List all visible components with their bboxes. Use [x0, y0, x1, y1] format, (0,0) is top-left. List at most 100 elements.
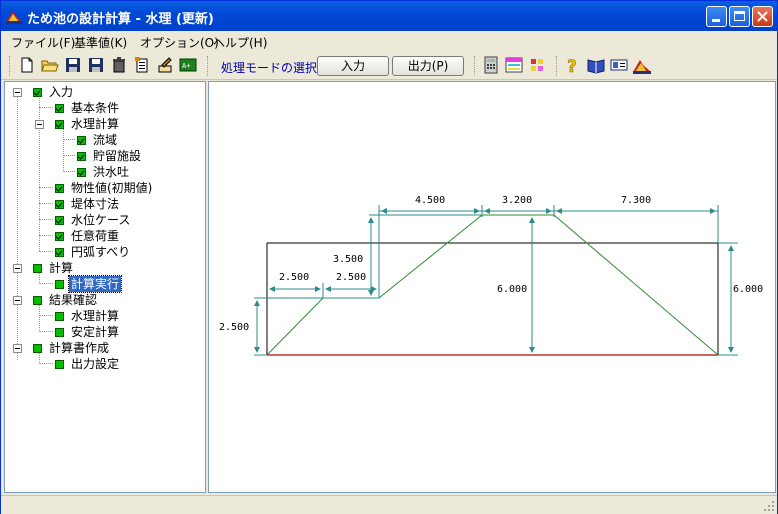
tree-line	[39, 315, 53, 316]
checkbox-icon	[55, 248, 64, 257]
tree-node-label: 物性値(初期値)	[71, 181, 153, 195]
checkbox-icon	[55, 120, 64, 129]
tree-node-label: 貯留施設	[93, 149, 142, 163]
maximize-button[interactable]	[729, 6, 750, 27]
document-tool-icon[interactable]	[133, 56, 151, 74]
new-file-icon[interactable]	[18, 56, 36, 74]
checkbox-icon	[77, 168, 86, 177]
toolbar-grip[interactable]	[474, 56, 478, 76]
status-bar	[1, 495, 777, 514]
close-icon	[757, 11, 768, 22]
checkbox-icon	[77, 152, 86, 161]
tree-line	[39, 363, 53, 364]
tree-line	[39, 283, 53, 284]
checkbox-icon	[33, 344, 42, 353]
delete-icon[interactable]	[110, 56, 128, 74]
calc-tool-icon[interactable]: A+	[179, 56, 197, 74]
tree-node-label: 任意荷重	[71, 229, 120, 243]
tree-line	[39, 203, 53, 204]
menu-standards[interactable]: 基準値(K)	[74, 36, 128, 50]
collapse-toggle-icon[interactable]	[13, 296, 22, 305]
tree-node-label: 水位ケース	[71, 213, 131, 227]
tree-node-label: 結果確認	[49, 293, 98, 307]
dim-left-width-1: 2.500	[279, 272, 309, 283]
svg-text:?: ?	[567, 57, 577, 74]
tree-node-label: 安定計算	[71, 325, 120, 339]
embankment-profile	[266, 214, 719, 356]
toolbar-grip[interactable]	[207, 56, 211, 76]
toolbar-grip[interactable]	[556, 56, 560, 76]
checkbox-icon	[55, 328, 64, 337]
menu-file[interactable]: ファイル(F)	[11, 36, 76, 50]
collapse-toggle-icon[interactable]	[35, 120, 44, 129]
tree-line	[39, 352, 40, 364]
tree-line	[39, 187, 53, 188]
tree-node-label: 入力	[49, 85, 74, 99]
toolbar: A+ 処理モードの選択 入力 出力(P) ?	[1, 52, 777, 80]
checkbox-icon	[55, 104, 64, 113]
mode-label: 処理モードの選択	[221, 61, 318, 75]
color-table-icon[interactable]	[505, 56, 523, 74]
maximize-icon	[734, 11, 745, 21]
tree-node-label: 水理計算	[71, 309, 120, 323]
dim-berm-height: 3.500	[333, 254, 363, 265]
palette-icon[interactable]	[528, 56, 546, 74]
tree-line	[17, 96, 18, 360]
save-icon[interactable]	[64, 56, 82, 74]
input-mode-button[interactable]: 入力	[317, 56, 389, 76]
navigation-tree[interactable]: 入力 基本条件 水理計算 流域 貯留施設 洪水吐 物性値(初期値)	[4, 81, 206, 493]
tree-node-label: 出力設定	[71, 357, 120, 371]
collapse-toggle-icon[interactable]	[13, 88, 22, 97]
open-folder-icon[interactable]	[41, 56, 59, 74]
checkbox-icon	[55, 184, 64, 193]
resize-grip-icon[interactable]	[763, 500, 775, 512]
embankment-diagram: 4.500 3.200 7.300 3.500 2.500 2.500 2.50…	[219, 195, 763, 356]
checkbox-icon	[33, 264, 42, 273]
tree-line	[39, 96, 40, 251]
tree-line	[63, 171, 75, 172]
manual-icon[interactable]	[587, 56, 605, 74]
checkbox-icon	[55, 200, 64, 209]
collapse-toggle-icon[interactable]	[13, 344, 22, 353]
diagram-canvas[interactable]: 4.500 3.200 7.300 3.500 2.500 2.500 2.50…	[208, 81, 776, 493]
tree-node-label: 水理計算	[71, 117, 120, 131]
tree-line	[39, 251, 53, 252]
dim-top-right: 7.300	[621, 195, 651, 206]
help-icon[interactable]: ?	[564, 56, 582, 74]
tree-node-label: 計算書作成	[49, 341, 110, 355]
minimize-button[interactable]	[706, 6, 727, 27]
checkbox-icon	[55, 360, 64, 369]
calculator-icon[interactable]	[482, 56, 500, 74]
tree-line	[39, 304, 40, 332]
tree-line	[63, 155, 75, 156]
dim-crest-height: 6.000	[497, 284, 527, 295]
tree-line	[39, 272, 40, 284]
tree-line	[39, 235, 53, 236]
menu-options[interactable]: オプション(O)	[140, 36, 219, 50]
checkbox-icon	[55, 280, 64, 289]
menu-bar: ファイル(F) 基準値(K) オプション(O) ヘルプ(H)	[1, 31, 777, 51]
toolbar-grip[interactable]	[9, 56, 13, 76]
menu-help[interactable]: ヘルプ(H)	[213, 36, 268, 50]
tree-node-label: 計算実行	[67, 275, 123, 293]
minimize-icon	[712, 19, 720, 22]
tree-line	[39, 107, 53, 108]
output-mode-button[interactable]: 出力(P)	[392, 56, 464, 76]
tree-line	[63, 128, 64, 172]
dim-top-left: 4.500	[415, 195, 445, 206]
title-bar[interactable]: ため池の設計計算 - 水理 (更新)	[1, 1, 777, 31]
save-as-icon[interactable]	[87, 56, 105, 74]
tree-node-label: 計算	[49, 261, 74, 275]
checkbox-icon	[55, 216, 64, 225]
checkbox-icon	[77, 136, 86, 145]
close-button[interactable]	[752, 6, 773, 27]
dam-icon[interactable]	[633, 56, 651, 74]
collapse-toggle-icon[interactable]	[13, 264, 22, 273]
tree-line	[63, 139, 75, 140]
checkbox-icon	[55, 312, 64, 321]
checkbox-icon	[33, 296, 42, 305]
tree-node-label: 基本条件	[71, 101, 120, 115]
tree-node-label: 円弧すべり	[71, 245, 131, 259]
info-card-icon[interactable]	[610, 56, 628, 74]
edit-tool-icon[interactable]	[156, 56, 174, 74]
